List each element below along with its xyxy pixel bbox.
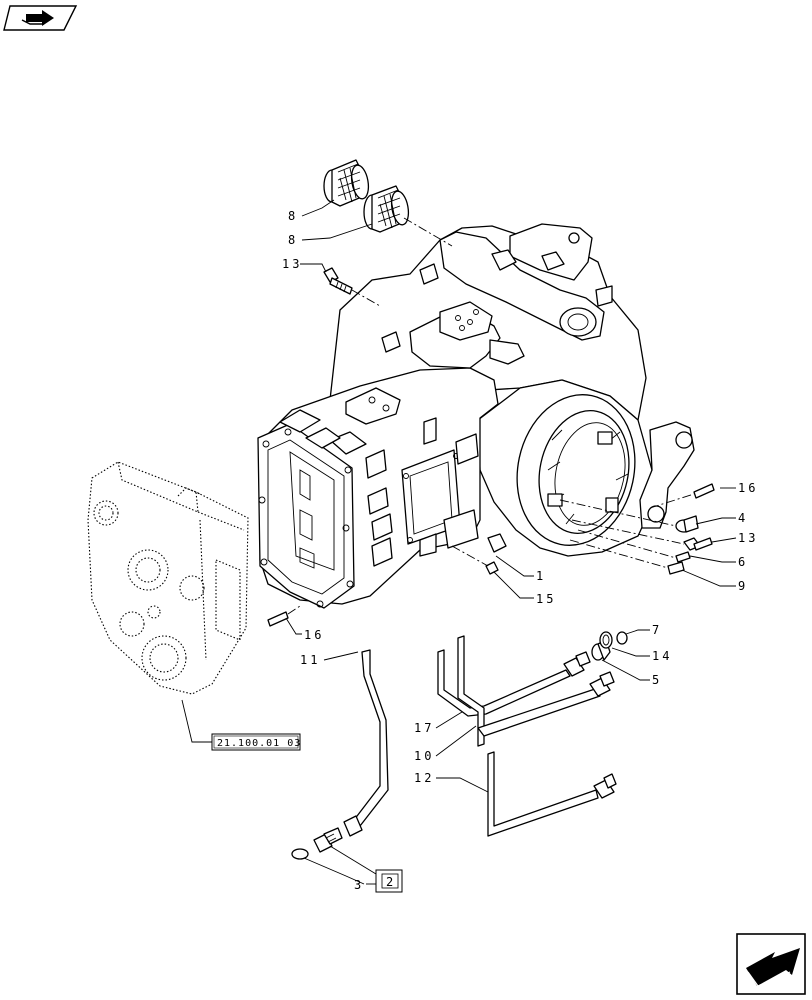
pin-16-left	[267, 611, 289, 627]
book-arrow-icon[interactable]	[3, 5, 78, 31]
dash-13	[571, 519, 685, 545]
pipe-11	[343, 649, 389, 837]
label-5: 5	[652, 673, 662, 687]
label-13-upper: 13	[282, 257, 302, 271]
part-labels: 8 8 13 16 4 13 6 9 1 15 16 11 7 14 5 17 …	[282, 209, 758, 892]
callout-box-text: 2	[386, 875, 396, 889]
label-9: 9	[738, 579, 748, 593]
label-6: 6	[738, 555, 748, 569]
label-16-right: 16	[738, 481, 758, 495]
dash-16	[649, 493, 695, 509]
callout-box[interactable]: 2	[375, 869, 403, 893]
bushing-dash-line	[403, 217, 453, 247]
washer-14	[599, 631, 613, 649]
label-16-left: 16	[304, 628, 324, 642]
plug-4	[675, 515, 699, 533]
reference-box-text: 21.100.01 03	[217, 738, 301, 749]
pipe-12	[487, 751, 617, 837]
part-9	[667, 561, 685, 575]
ghost-gearbox-outline	[87, 461, 249, 695]
bushing-lower	[363, 185, 410, 233]
label-13-right: 13	[738, 531, 758, 545]
label-17: 17	[414, 721, 434, 735]
label-11: 11	[300, 653, 320, 667]
label-8-lower: 8	[288, 233, 298, 247]
label-4: 4	[738, 511, 748, 525]
leader-lines	[181, 199, 737, 885]
pipe-assembly-10-17	[437, 635, 615, 747]
bolt-13-right	[683, 537, 713, 551]
label-8-upper: 8	[288, 209, 298, 223]
pin-15	[485, 561, 499, 575]
dash-16-left	[287, 605, 301, 615]
next-page-arrow-icon[interactable]	[736, 933, 806, 995]
rear-axle-housing	[257, 223, 695, 609]
bushing-upper	[323, 159, 370, 207]
label-10: 10	[414, 749, 434, 763]
label-12: 12	[414, 771, 434, 785]
dash-15	[451, 545, 489, 567]
bolt-13-upper	[323, 267, 381, 307]
label-1: 1	[536, 569, 546, 583]
label-14: 14	[652, 649, 672, 663]
pin-16-right	[693, 483, 715, 499]
reference-box[interactable]: 21.100.01 03	[211, 733, 301, 751]
label-7: 7	[652, 623, 662, 637]
sensor-3	[291, 827, 343, 860]
label-3: 3	[354, 878, 364, 892]
label-15: 15	[536, 592, 556, 606]
part-6	[675, 551, 691, 563]
dash-4	[559, 499, 677, 527]
oring-7	[616, 631, 628, 645]
